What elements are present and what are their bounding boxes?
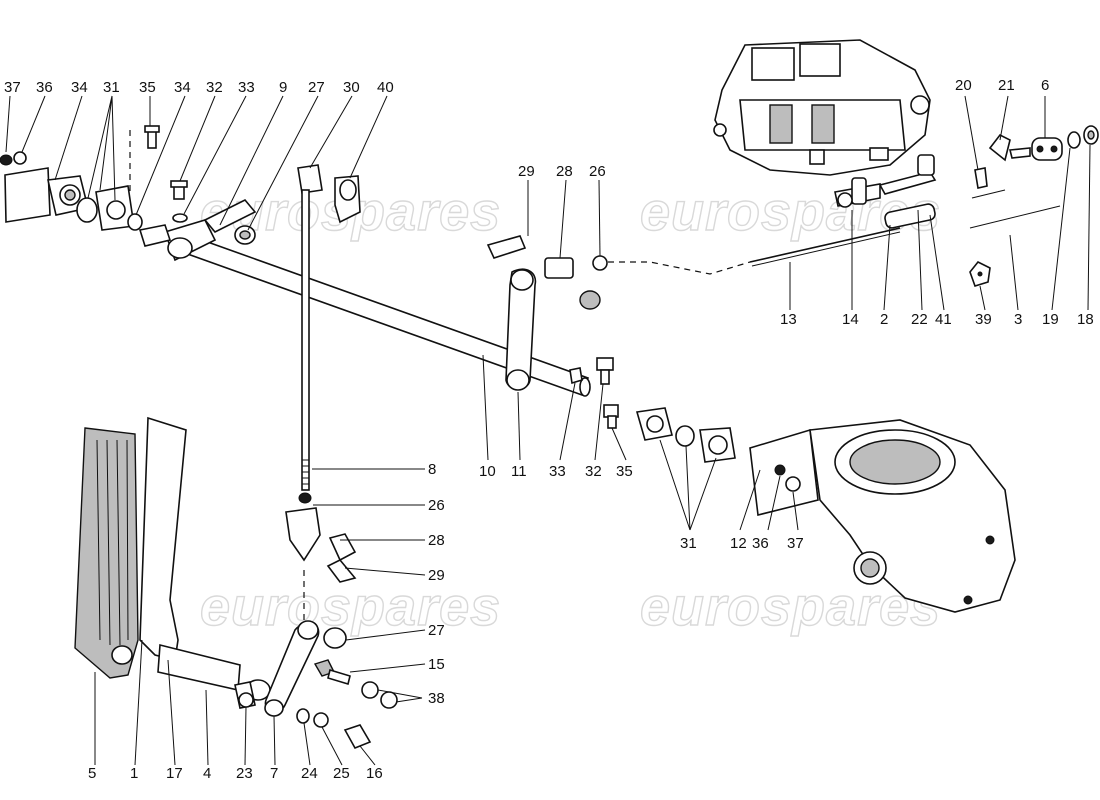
vertical-rod bbox=[297, 164, 361, 620]
label-32-b: 32 bbox=[585, 463, 602, 480]
label-33: 33 bbox=[238, 79, 255, 96]
label-13: 13 bbox=[780, 311, 797, 328]
label-11: 11 bbox=[511, 463, 527, 480]
reference-numbers: 37 36 34 31 35 34 32 33 9 27 30 40 29 28… bbox=[4, 77, 1094, 782]
leader-lines bbox=[5, 95, 1091, 766]
label-36: 36 bbox=[36, 79, 53, 96]
label-27-b: 27 bbox=[428, 622, 445, 639]
label-17: 17 bbox=[166, 765, 183, 782]
label-29: 29 bbox=[518, 163, 535, 180]
label-7: 7 bbox=[270, 765, 278, 782]
label-33-b: 33 bbox=[549, 463, 566, 480]
label-35: 35 bbox=[139, 79, 156, 96]
watermark-bottom-left: eurospares bbox=[200, 577, 501, 637]
lever-assembly bbox=[486, 235, 751, 391]
label-5: 5 bbox=[88, 765, 96, 782]
label-32: 32 bbox=[206, 79, 223, 96]
label-10: 10 bbox=[479, 463, 496, 480]
watermarks: eurospares eurospares eurospares eurospa… bbox=[199, 181, 941, 637]
label-12: 12 bbox=[730, 535, 747, 552]
label-40: 40 bbox=[377, 79, 394, 96]
label-34-b: 34 bbox=[174, 79, 191, 96]
label-23: 23 bbox=[236, 765, 253, 782]
label-36-b: 36 bbox=[752, 535, 769, 552]
label-37: 37 bbox=[4, 79, 21, 96]
label-41: 41 bbox=[935, 311, 952, 328]
label-9: 9 bbox=[279, 79, 287, 96]
watermark-bottom-right: eurospares bbox=[640, 577, 941, 637]
label-8: 8 bbox=[428, 461, 436, 478]
label-16: 16 bbox=[366, 765, 383, 782]
label-27: 27 bbox=[308, 79, 325, 96]
label-39: 39 bbox=[975, 311, 992, 328]
label-34: 34 bbox=[71, 79, 88, 96]
throttle-linkage bbox=[749, 125, 1099, 287]
label-38: 38 bbox=[428, 690, 445, 707]
label-4: 4 bbox=[203, 765, 211, 782]
mount-assembly bbox=[603, 404, 1016, 613]
label-20: 20 bbox=[955, 77, 972, 94]
label-24: 24 bbox=[301, 765, 318, 782]
top-left-parts bbox=[0, 125, 188, 231]
carburettor-drawing bbox=[713, 39, 931, 176]
cross-shaft bbox=[138, 199, 591, 397]
label-26: 26 bbox=[589, 163, 606, 180]
label-6: 6 bbox=[1041, 77, 1049, 94]
label-35-b: 35 bbox=[616, 463, 633, 480]
label-25: 25 bbox=[333, 765, 350, 782]
label-29-b: 29 bbox=[428, 567, 445, 584]
label-26-b: 26 bbox=[428, 497, 445, 514]
label-2: 2 bbox=[880, 311, 888, 328]
label-28-b: 28 bbox=[428, 532, 445, 549]
label-21: 21 bbox=[998, 77, 1015, 94]
label-3: 3 bbox=[1014, 311, 1022, 328]
label-15: 15 bbox=[428, 656, 445, 673]
label-31-b: 31 bbox=[680, 535, 697, 552]
label-1: 1 bbox=[130, 765, 138, 782]
label-14: 14 bbox=[842, 311, 859, 328]
label-37-b: 37 bbox=[787, 535, 804, 552]
label-19: 19 bbox=[1042, 311, 1059, 328]
label-22: 22 bbox=[911, 311, 928, 328]
label-31: 31 bbox=[103, 79, 120, 96]
label-30: 30 bbox=[343, 79, 360, 96]
label-18: 18 bbox=[1077, 311, 1094, 328]
label-28: 28 bbox=[556, 163, 573, 180]
lower-lever-assembly bbox=[238, 492, 398, 750]
accelerator-pedal bbox=[74, 416, 271, 709]
